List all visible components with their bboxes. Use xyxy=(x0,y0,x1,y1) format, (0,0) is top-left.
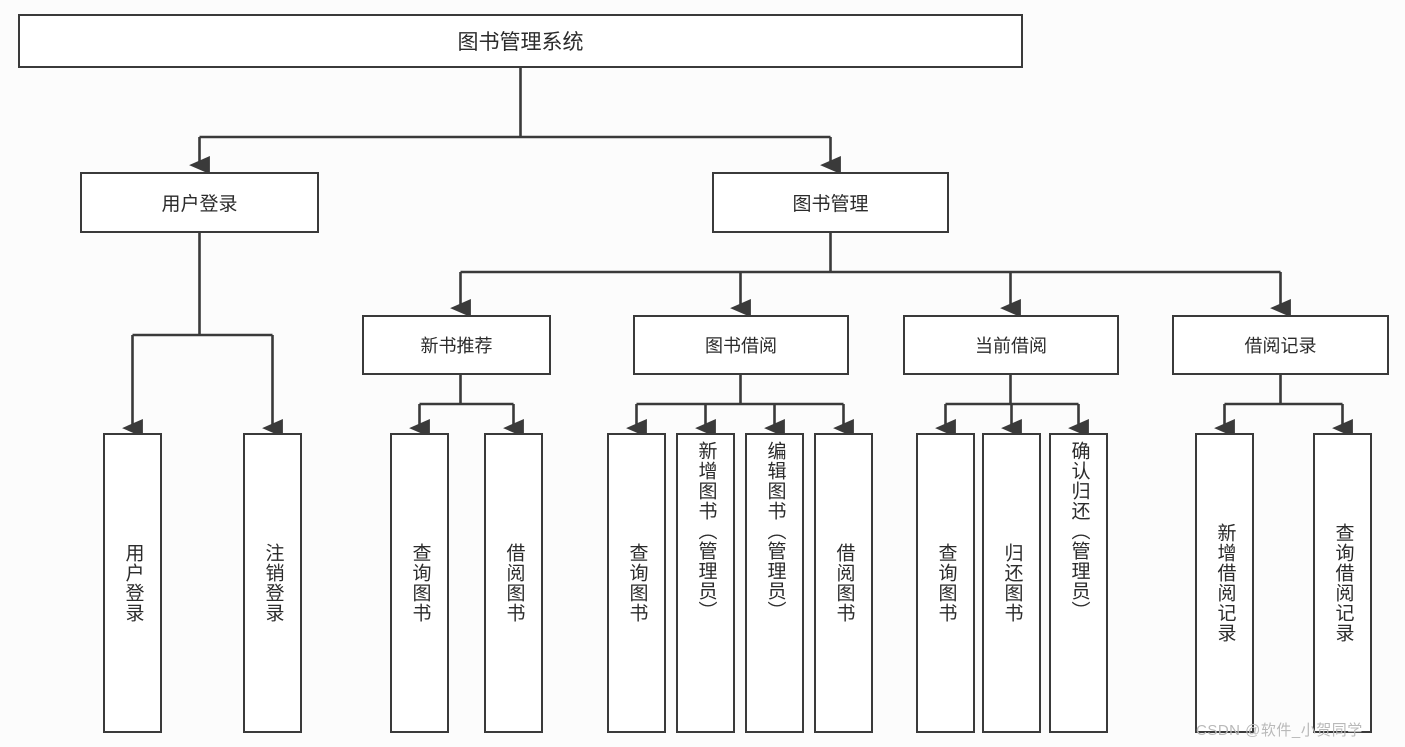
node-label: 图书管理系统 xyxy=(457,31,584,54)
leaf-book-borrow-borrow[interactable]: 借阅图书 xyxy=(814,433,873,733)
leaf-label: 归还图书 xyxy=(1001,543,1023,623)
leaf-current-borrow-query[interactable]: 查询图书 xyxy=(916,433,975,733)
node-label: 图书管理 xyxy=(792,194,869,215)
leaf-label: 查询图书 xyxy=(626,543,648,623)
leaf-user-login-logout[interactable]: 注销登录 xyxy=(243,433,302,733)
leaf-label: 查询图书 xyxy=(409,543,431,623)
leaf-label: 查询借阅记录 xyxy=(1332,523,1354,643)
leaf-current-borrow-return[interactable]: 归还图书 xyxy=(982,433,1041,733)
leaf-book-borrow-query[interactable]: 查询图书 xyxy=(607,433,666,733)
leaf-borrow-record-add[interactable]: 新增借阅记录 xyxy=(1195,433,1254,733)
leaf-label: 编辑图书（管理员） xyxy=(764,441,786,621)
node-new-book-recommend[interactable]: 新书推荐 xyxy=(362,315,551,375)
node-label: 新书推荐 xyxy=(420,336,493,356)
leaf-user-login-login[interactable]: 用户登录 xyxy=(103,433,162,733)
leaf-label: 确认归还（管理员） xyxy=(1068,441,1090,621)
leaf-label: 借阅图书 xyxy=(503,543,525,623)
node-book-management[interactable]: 图书管理 xyxy=(712,172,949,233)
watermark-text: CSDN @软件_小贺同学 xyxy=(1196,722,1363,739)
leaf-borrow-record-query[interactable]: 查询借阅记录 xyxy=(1313,433,1372,733)
leaf-label: 用户登录 xyxy=(122,543,144,623)
node-label: 用户登录 xyxy=(161,194,238,215)
node-root-book-management-system[interactable]: 图书管理系统 xyxy=(18,14,1023,68)
node-user-login[interactable]: 用户登录 xyxy=(80,172,319,233)
leaf-label: 查询图书 xyxy=(935,543,957,623)
node-borrow-record[interactable]: 借阅记录 xyxy=(1172,315,1389,375)
leaf-current-borrow-confirm-return-admin[interactable]: 确认归还（管理员） xyxy=(1049,433,1108,733)
leaf-label: 新增图书（管理员） xyxy=(695,441,717,621)
leaf-label: 新增借阅记录 xyxy=(1214,523,1236,643)
leaf-label: 注销登录 xyxy=(262,543,284,623)
node-label: 图书借阅 xyxy=(705,336,777,356)
leaf-new-book-borrow[interactable]: 借阅图书 xyxy=(484,433,543,733)
node-label: 借阅记录 xyxy=(1244,336,1317,356)
node-label: 当前借阅 xyxy=(975,336,1047,356)
leaf-book-borrow-add-admin[interactable]: 新增图书（管理员） xyxy=(676,433,735,733)
node-book-borrow[interactable]: 图书借阅 xyxy=(633,315,849,375)
leaf-book-borrow-edit-admin[interactable]: 编辑图书（管理员） xyxy=(745,433,804,733)
leaf-new-book-query[interactable]: 查询图书 xyxy=(390,433,449,733)
node-current-borrow[interactable]: 当前借阅 xyxy=(903,315,1119,375)
leaf-label: 借阅图书 xyxy=(833,543,855,623)
